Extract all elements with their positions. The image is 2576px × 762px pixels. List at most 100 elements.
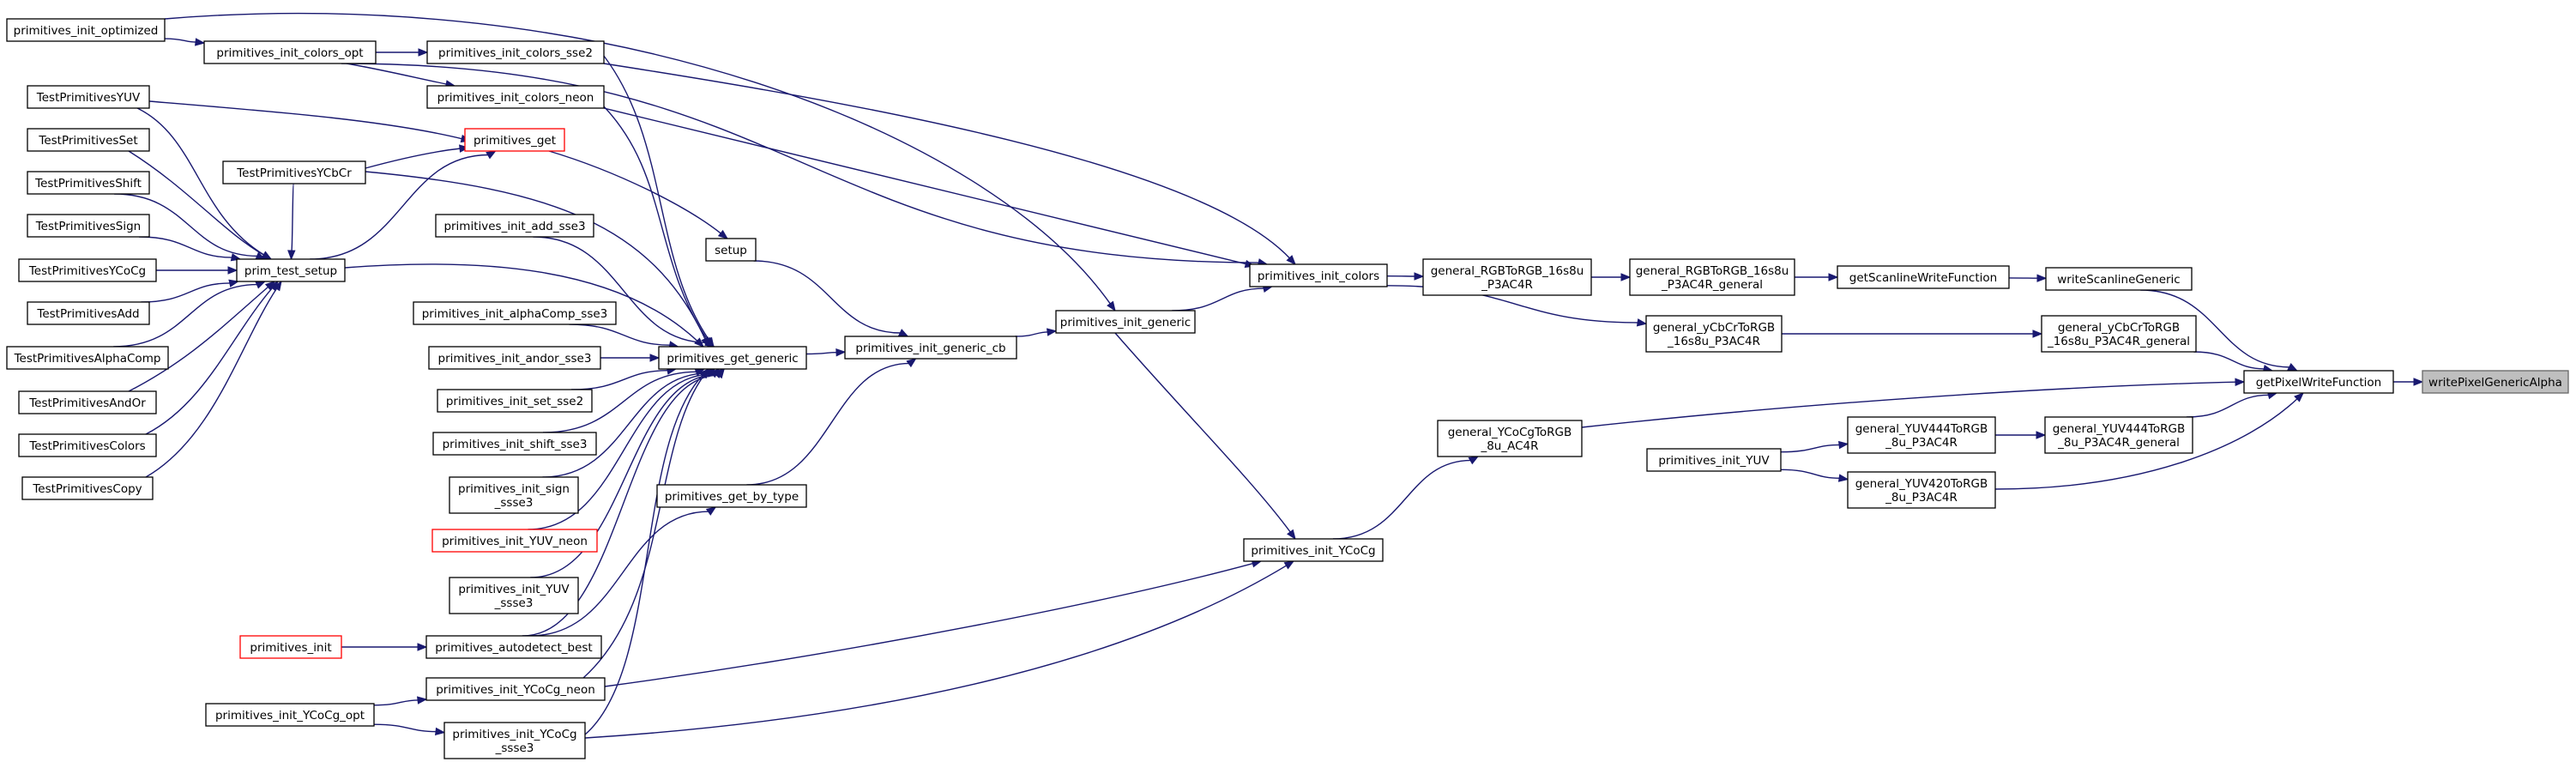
edge-arrowhead: [2294, 392, 2304, 402]
edge-line: [145, 287, 274, 435]
node-primitives-init-YUV[interactable]: primitives_init_YUV: [1646, 448, 1782, 472]
node-writePixelGenericAlpha[interactable]: writePixelGenericAlpha: [2422, 370, 2569, 394]
node-TestPrimitivesShift[interactable]: TestPrimitivesShift: [27, 171, 150, 195]
edge-primitives_init_generic_cb-to-primitives_init_generic: [1015, 328, 1058, 337]
node-primitives-init-YCoCg-opt[interactable]: primitives_init_YCoCg_opt: [205, 703, 375, 727]
node-primitives-init-YUV-ssse3[interactable]: primitives_init_YUV_ssse3: [449, 577, 579, 614]
node-label: primitives_init_generic: [1060, 316, 1191, 330]
node-TestPrimitivesYUV[interactable]: TestPrimitivesYUV: [27, 85, 150, 109]
edge-general_RGBToRGB_16s8u_P3AC4R_general-to-getScanlineWriteFunction: [1795, 273, 1839, 281]
node-TestPrimitivesSet[interactable]: TestPrimitivesSet: [27, 128, 150, 152]
node-box: [425, 635, 602, 659]
edge-general_YUV444ToRGB_8u_P3AC4R_general-to-getPixelWriteFunction: [2186, 391, 2278, 418]
node-box: [2422, 370, 2569, 394]
node-primitives-init-YUV-neon[interactable]: primitives_init_YUV_neon: [431, 529, 598, 553]
node-primitives-init-YCoCg[interactable]: primitives_init_YCoCg: [1243, 538, 1384, 562]
node-box: [432, 432, 597, 456]
edge-line: [136, 107, 265, 256]
edge-line: [805, 352, 838, 355]
node-label: TestPrimitivesAlphaComp: [14, 352, 161, 366]
node-general-RGBToRGB-16s8u-P3AC4R[interactable]: general_RGBToRGB_16s8u_P3AC4R: [1422, 258, 1592, 296]
edge-arrowhead: [897, 329, 909, 337]
node-primitives-init-optimized[interactable]: primitives_init_optimized: [6, 18, 166, 42]
node-label: general_RGBToRGB_16s8u: [1636, 264, 1789, 278]
edge-general_RGBToRGB_16s8u_P3AC4R-to-general_RGBToRGB_16s8u_P3AC4R_general: [1591, 273, 1632, 281]
edge-TestPrimitivesCopy-to-prim_test_setup: [145, 280, 282, 478]
node-primitives-init-generic-cb[interactable]: primitives_init_generic_cb: [844, 336, 1017, 360]
node-primitives-init-set-sse2[interactable]: primitives_init_set_sse2: [437, 389, 593, 413]
node-TestPrimitivesColors[interactable]: TestPrimitivesColors: [18, 433, 157, 457]
node-general-YUV444ToRGB-8u-P3AC4R[interactable]: general_YUV444ToRGB_8u_P3AC4R: [1847, 416, 1996, 454]
node-TestPrimitivesAdd[interactable]: TestPrimitivesAdd: [27, 301, 150, 325]
edge-TestPrimitivesAndOr-to-prim_test_setup: [128, 281, 276, 392]
node-TestPrimitivesYCoCg[interactable]: TestPrimitivesYCoCg: [18, 258, 157, 282]
node-primitives-get-generic[interactable]: primitives_get_generic: [658, 346, 807, 370]
node-primitives-init-colors[interactable]: primitives_init_colors: [1249, 263, 1388, 287]
node-general-YCoCgToRGB-8u-AC4R[interactable]: general_YCoCgToRGB_8u_AC4R: [1437, 420, 1583, 457]
node-box: [205, 703, 375, 727]
node-TestPrimitivesAlphaComp[interactable]: TestPrimitivesAlphaComp: [6, 346, 169, 370]
node-primitives-init[interactable]: primitives_init: [239, 635, 342, 659]
node-label: primitives_init_colors_opt: [216, 46, 363, 60]
node-primitives-get[interactable]: primitives_get: [464, 128, 565, 152]
node-primitives-init-generic[interactable]: primitives_init_generic: [1055, 310, 1196, 334]
edge-line: [164, 12, 1112, 305]
node-writeScanlineGeneric[interactable]: writeScanlineGeneric: [2045, 267, 2193, 291]
edge-primitives_init_generic-to-primitives_init_colors: [1172, 284, 1274, 311]
node-primitives-init-colors-sse2[interactable]: primitives_init_colors_sse2: [426, 40, 605, 64]
edge-arrowhead: [699, 368, 709, 378]
edge-line: [746, 362, 910, 486]
node-label: TestPrimitivesYCbCr: [236, 166, 352, 180]
node-label: general_YUV444ToRGB: [1855, 422, 1988, 436]
node-primitives-init-andor-sse3[interactable]: primitives_init_andor_sse3: [428, 346, 601, 370]
edge-primitives_init_colors_neon-to-primitives_init_colors: [603, 107, 1256, 269]
node-primitives-autodetect-best[interactable]: primitives_autodetect_best: [425, 635, 602, 659]
node-general-YUV420ToRGB-8u-P3AC4R[interactable]: general_YUV420ToRGB_8u_P3AC4R: [1847, 471, 1996, 509]
edge-line: [114, 193, 258, 257]
edge-arrowhead: [1837, 474, 1849, 482]
edge-arrowhead: [486, 150, 497, 160]
node-label: general_yCbCrToRGB: [1653, 321, 1775, 335]
node-primitives-init-add-sse3[interactable]: primitives_init_add_sse3: [435, 214, 594, 238]
node-box: [27, 85, 150, 109]
node-primitives-init-sign-ssse3[interactable]: primitives_init_sign_ssse3: [449, 476, 579, 514]
edge-primitives_get_generic-to-primitives_init_generic_cb: [805, 348, 847, 357]
node-TestPrimitivesCopy[interactable]: TestPrimitivesCopy: [21, 476, 154, 500]
node-prim-test-setup[interactable]: prim_test_setup: [236, 258, 346, 282]
node-setup[interactable]: setup: [705, 238, 757, 262]
node-general-yCbCrToRGB-16s8u-P3AC4R[interactable]: general_yCbCrToRGB_16s8u_P3AC4R: [1645, 315, 1783, 353]
edge-arrowhead: [2032, 330, 2043, 338]
node-label: _16s8u_P3AC4R_general: [2047, 335, 2190, 348]
edge-TestPrimitivesYCbCr-to-primitives_get: [365, 144, 470, 169]
edge-primitives_init_alphaComp_sse3-to-primitives_get_generic: [569, 324, 679, 349]
node-TestPrimitivesSign[interactable]: TestPrimitivesSign: [27, 214, 150, 238]
edge-line: [582, 374, 705, 679]
edge-primitives_init-to-primitives_autodetect_best: [341, 643, 428, 651]
node-box: [1055, 310, 1196, 334]
node-primitives-get-by-type[interactable]: primitives_get_by_type: [656, 484, 807, 508]
edge-line: [1780, 444, 1841, 453]
node-primitives-init-YCoCg-neon[interactable]: primitives_init_YCoCg_neon: [425, 677, 606, 701]
node-primitives-init-alphaComp-sse3[interactable]: primitives_init_alphaComp_sse3: [413, 301, 617, 325]
node-getScanlineWriteFunction[interactable]: getScanlineWriteFunction: [1837, 265, 2010, 289]
node-primitives-init-colors-opt[interactable]: primitives_init_colors_opt: [203, 40, 377, 64]
node-primitives-init-shift-sse3[interactable]: primitives_init_shift_sse3: [432, 432, 597, 456]
node-getPixelWriteFunction[interactable]: getPixelWriteFunction: [2243, 370, 2394, 394]
node-label: primitives_init_colors_neon: [437, 91, 594, 105]
edge-arrowhead: [287, 250, 296, 261]
edge-primitives_init_add_sse3-to-primitives_get_generic: [533, 236, 715, 348]
edge-arrowhead: [2235, 378, 2246, 386]
node-primitives-init-YCoCg-ssse3[interactable]: primitives_init_YCoCg_ssse3: [443, 722, 586, 759]
node-general-RGBToRGB-16s8u-P3AC4R-general[interactable]: general_RGBToRGB_16s8u_P3AC4R_general: [1629, 258, 1795, 296]
node-box: [18, 390, 157, 414]
node-primitives-init-colors-neon[interactable]: primitives_init_colors_neon: [426, 85, 605, 109]
node-TestPrimitivesYCbCr[interactable]: TestPrimitivesYCbCr: [222, 160, 366, 184]
edge-arrowhead: [705, 506, 717, 516]
node-general-yCbCrToRGB-16s8u-P3AC4R-general[interactable]: general_yCbCrToRGB_16s8u_P3AC4R_general: [2041, 315, 2197, 353]
edge-primitives_init_YUV-to-general_YUV444ToRGB_8u_P3AC4R: [1780, 440, 1849, 453]
node-general-YUV444ToRGB-8u-P3AC4R-general[interactable]: general_YUV444ToRGB_8u_P3AC4R_general: [2044, 416, 2193, 454]
node-box: [222, 160, 366, 184]
edge-general_YCoCgToRGB_8u_AC4R-to-getPixelWriteFunction: [1581, 378, 2246, 428]
edge-arrowhead: [1414, 272, 1425, 281]
node-TestPrimitivesAndOr[interactable]: TestPrimitivesAndOr: [18, 390, 157, 414]
